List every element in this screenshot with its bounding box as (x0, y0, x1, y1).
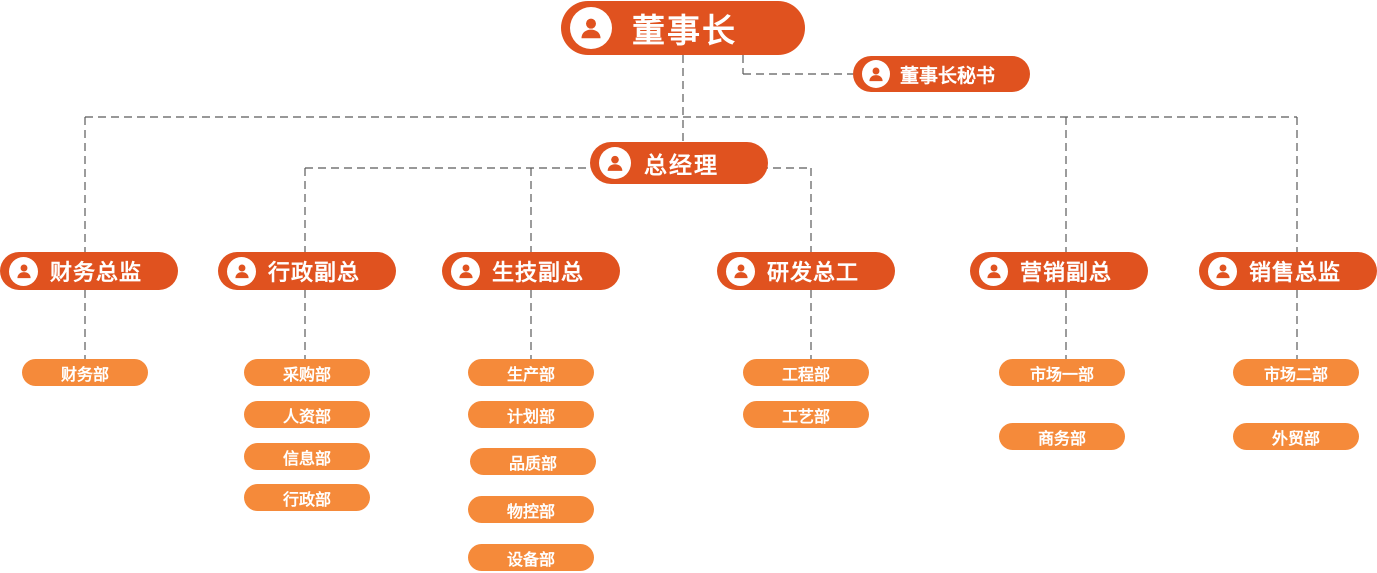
exec-label: 营销副总 (1020, 261, 1113, 286)
user-avatar-icon (9, 256, 38, 286)
exec-label: 行政副总 (268, 261, 361, 286)
dept-node[interactable]: 商务部 (999, 423, 1125, 450)
dept-node[interactable]: 市场二部 (1233, 359, 1359, 386)
dept-node[interactable]: 行政部 (244, 484, 370, 511)
dept-node[interactable]: 采购部 (244, 359, 370, 386)
exec-node-marketing[interactable]: 营销副总 (970, 252, 1148, 290)
user-avatar-icon (227, 256, 256, 286)
user-avatar-icon (1208, 256, 1237, 286)
exec-label: 财务总监 (50, 261, 143, 286)
user-avatar-icon (570, 7, 612, 49)
dept-node[interactable]: 生产部 (468, 359, 594, 386)
user-avatar-icon (979, 256, 1008, 286)
dept-node[interactable]: 信息部 (244, 443, 370, 470)
dept-node[interactable]: 品质部 (470, 448, 596, 475)
general-manager-label: 总经理 (644, 153, 719, 179)
dept-node[interactable]: 财务部 (22, 359, 148, 386)
exec-node-finance[interactable]: 财务总监 (0, 252, 178, 290)
chairman-label: 董事长 (632, 11, 737, 50)
exec-label: 研发总工 (767, 261, 860, 286)
dept-node[interactable]: 工程部 (743, 359, 869, 386)
user-avatar-icon (862, 60, 890, 88)
dept-node[interactable]: 物控部 (468, 496, 594, 523)
dept-node[interactable]: 市场一部 (999, 359, 1125, 386)
dept-node[interactable]: 设备部 (468, 544, 594, 571)
dept-node[interactable]: 外贸部 (1233, 423, 1359, 450)
chairman-node[interactable]: 董事长 (561, 1, 805, 55)
exec-node-sales[interactable]: 销售总监 (1199, 252, 1377, 290)
exec-label: 销售总监 (1249, 261, 1342, 286)
secretary-node[interactable]: 董事长秘书 (853, 56, 1030, 92)
user-avatar-icon (726, 256, 755, 286)
exec-node-production[interactable]: 生技副总 (442, 252, 620, 290)
secretary-label: 董事长秘书 (900, 64, 996, 87)
exec-node-admin[interactable]: 行政副总 (218, 252, 396, 290)
exec-node-rnd[interactable]: 研发总工 (717, 252, 895, 290)
general-manager-node[interactable]: 总经理 (590, 142, 768, 184)
exec-label: 生技副总 (492, 261, 585, 286)
dept-node[interactable]: 计划部 (468, 401, 594, 428)
dept-node[interactable]: 工艺部 (743, 401, 869, 428)
dept-node[interactable]: 人资部 (244, 401, 370, 428)
user-avatar-icon (599, 147, 631, 179)
user-avatar-icon (451, 256, 480, 286)
